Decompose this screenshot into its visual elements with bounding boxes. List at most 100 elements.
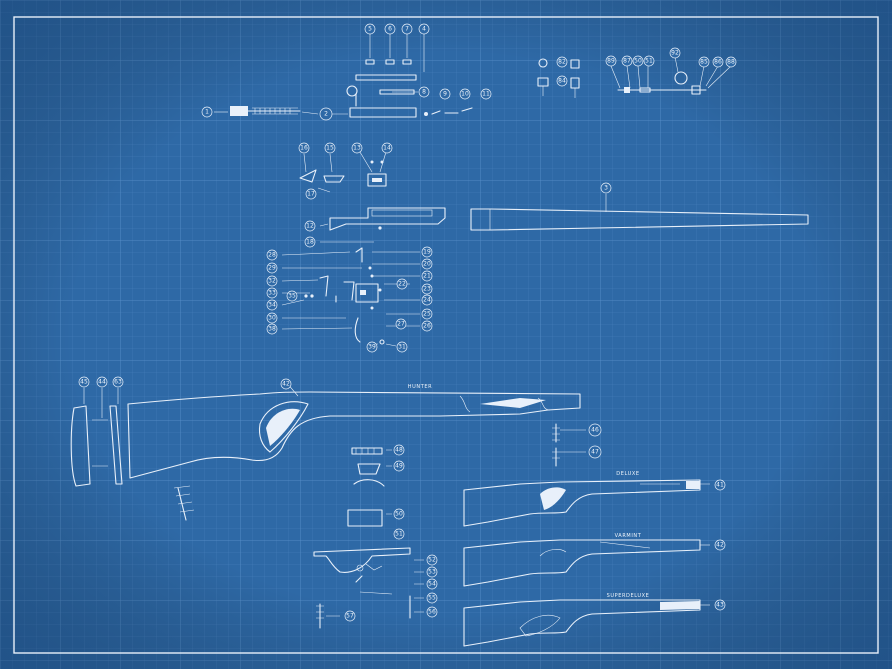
callout-bubble <box>556 56 568 68</box>
callout-7: 7 <box>405 26 409 33</box>
callout-bubble <box>395 318 407 330</box>
callout-bubble <box>266 262 278 274</box>
callout-bubble <box>344 610 356 622</box>
callout-33: 33 <box>268 290 276 297</box>
barrel <box>470 194 809 231</box>
callout-38: 38 <box>268 326 276 333</box>
callout-bubble <box>426 592 438 604</box>
callout-bubble <box>266 275 278 287</box>
callout-bubble <box>426 606 438 618</box>
callout-bubble <box>480 88 492 100</box>
callout-bubble <box>319 107 333 121</box>
callout-49: 49 <box>395 463 403 470</box>
callout-bubble <box>556 75 568 87</box>
callout-44: 44 <box>98 379 106 386</box>
callout-82: 82 <box>558 59 566 66</box>
deluxe-stock <box>463 479 710 527</box>
callout-1: 1 <box>205 109 209 116</box>
callout-53: 53 <box>428 569 436 576</box>
callout-bubble <box>396 278 408 290</box>
callout-27: 27 <box>397 321 405 328</box>
callout-bubble <box>304 220 316 232</box>
callout-bubble <box>621 55 633 67</box>
callout-57: 57 <box>346 613 354 620</box>
callout-3: 3 <box>604 185 608 192</box>
callout-84: 84 <box>558 78 566 85</box>
callout-bubble <box>418 23 430 35</box>
superdeluxe-stock <box>463 599 710 647</box>
callout-10: 10 <box>461 91 469 98</box>
receiver <box>319 207 446 243</box>
callout-24: 24 <box>423 297 431 304</box>
callout-8: 8 <box>422 89 426 96</box>
callout-bubble <box>266 299 278 311</box>
callout-86: 86 <box>714 59 722 66</box>
callout-bubble <box>643 55 655 67</box>
callout-bubble <box>393 460 405 472</box>
callout-39: 39 <box>368 344 376 351</box>
callout-bubble <box>459 88 471 100</box>
callout-bubble <box>714 479 726 491</box>
callout-50b: 50 <box>395 511 403 518</box>
callout-43: 43 <box>716 602 724 609</box>
callout-bubble <box>426 554 438 566</box>
callout-85: 85 <box>700 59 708 66</box>
callout-bubble <box>324 142 336 154</box>
callout-bubble <box>112 376 124 388</box>
callout-bubble <box>304 236 316 248</box>
callout-bubble <box>78 376 90 388</box>
callout-16: 16 <box>300 145 308 152</box>
callout-bubble <box>421 320 433 332</box>
callout-bubble <box>401 23 413 35</box>
callout-42: 42 <box>282 381 290 388</box>
safety-group <box>299 151 387 193</box>
callout-bubble <box>381 142 393 154</box>
callout-bubble <box>714 539 726 551</box>
callout-31: 31 <box>398 344 406 351</box>
callout-41: 41 <box>716 482 724 489</box>
callout-2: 2 <box>324 111 328 118</box>
callout-bubble <box>421 283 433 295</box>
callout-bubble <box>439 88 451 100</box>
callout-bubble <box>588 445 602 459</box>
callout-52: 52 <box>428 557 436 564</box>
callout-9: 9 <box>443 91 447 98</box>
callout-45: 45 <box>80 379 88 386</box>
callout-54: 54 <box>428 581 436 588</box>
callout-bubble <box>714 599 726 611</box>
caption-hunter: HUNTER <box>408 384 432 390</box>
caption-superdeluxe: SUPERDELUXE <box>607 593 650 599</box>
callout-bubble <box>366 341 378 353</box>
callout-bubble <box>632 55 644 67</box>
callout-46: 46 <box>591 427 599 434</box>
callout-5: 5 <box>368 26 372 33</box>
callout-bubble <box>421 258 433 270</box>
callout-92: 92 <box>671 50 679 57</box>
callout-bubble <box>600 182 612 194</box>
callout-bubble <box>421 308 433 320</box>
callout-48: 48 <box>395 447 403 454</box>
callout-42b: 42 <box>716 542 724 549</box>
callout-15: 15 <box>326 145 334 152</box>
mount-parts <box>537 56 732 98</box>
callout-bubble <box>698 56 710 68</box>
callout-bubble <box>393 444 405 456</box>
callout-bubble <box>96 376 108 388</box>
callout-bubble <box>725 56 737 68</box>
callout-bubble <box>426 578 438 590</box>
callout-51b: 51 <box>395 531 403 538</box>
callout-bubble <box>266 287 278 299</box>
callout-35: 35 <box>288 293 296 300</box>
callout-55: 55 <box>428 595 436 602</box>
callout-88: 88 <box>727 59 735 66</box>
callout-13: 13 <box>353 145 361 152</box>
callout-89: 89 <box>607 58 615 65</box>
callout-87: 87 <box>623 58 631 65</box>
callout-47: 47 <box>591 449 599 456</box>
caption-deluxe: DELUXE <box>616 471 639 477</box>
callout-bubble <box>605 55 617 67</box>
callout-32: 32 <box>268 278 276 285</box>
callout-bubble <box>384 23 396 35</box>
bolt-group <box>214 34 473 118</box>
